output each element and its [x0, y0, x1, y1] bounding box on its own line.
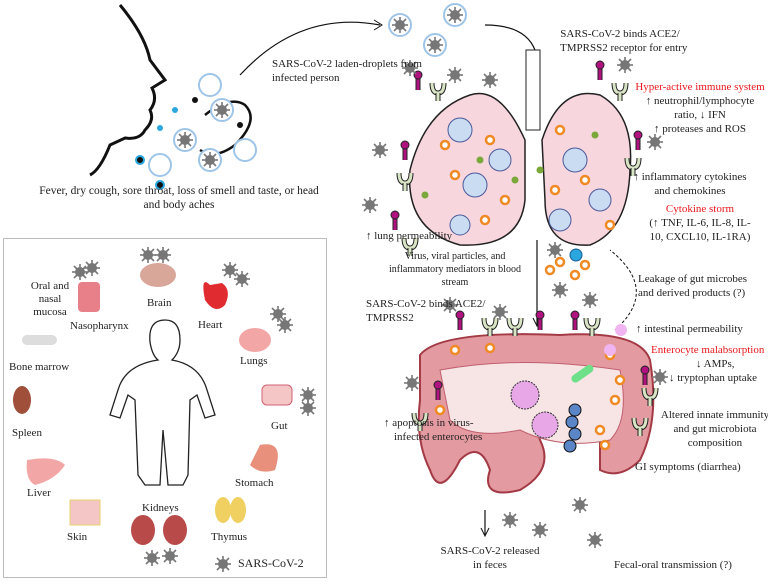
organ-label-nasopharynx: Nasopharynx: [70, 320, 129, 332]
hyperactive-line: ↑ neutrophil/lymphocyte: [645, 95, 755, 107]
body-outline: [109, 319, 216, 486]
leakage-line: Leakage of gut microbes: [638, 273, 748, 285]
lungs-illustration: [408, 49, 632, 246]
blood-stream-label: Virus, viral particles, and inflammatory…: [380, 250, 530, 289]
organ-label-oral-nasal-mucosa: Oral and nasal mucosa: [28, 280, 72, 319]
innate-line: Altered innate immunity: [660, 409, 768, 421]
malabsorption-block: Enterocyte malabsorption ↓ AMPs, ↓ trypt…: [651, 343, 764, 385]
feces-label: SARS-CoV-2 released in feces: [430, 544, 550, 572]
organs-panel: [3, 238, 327, 578]
symptoms-line: Fever, dry cough, sore throat, loss of s…: [39, 185, 319, 197]
lung-permeability-label: ↑ lung permeability: [366, 230, 453, 242]
entry-line: TMPRSS2 receptor for entry: [560, 42, 688, 54]
malabsorption-title: Enterocyte malabsorption: [651, 344, 765, 356]
blood-particles: [544, 241, 591, 299]
entry-line: SARS-CoV-2 binds ACE2/: [560, 28, 680, 40]
intestine-illustration: [417, 324, 655, 494]
blood-line: stream: [441, 277, 469, 288]
droplets-label: SARS-CoV-2 laden-droplets from infected …: [272, 57, 422, 85]
apoptosis-label: ↑ apoptosis in virus- infected enterocyt…: [384, 416, 482, 444]
gut-binds-line: SARS-CoV-2 binds ACE2/: [366, 298, 486, 310]
blood-line: inflammatory mediators in blood: [389, 264, 521, 275]
symptoms-line: and body aches: [143, 199, 215, 211]
hyperactive-line: ↑ proteases and ROS: [654, 123, 746, 135]
organ-label-skin: Skin: [67, 531, 88, 543]
organ-label-liver: Liver: [27, 487, 51, 499]
hyperactive-title: Hyper-active immune system: [635, 81, 765, 93]
hyperactive-block: Hyper-active immune system ↑ neutrophil/…: [632, 80, 768, 136]
cytokines-line: and chemokines: [654, 185, 726, 197]
organ-label-stomach: Stomach: [235, 477, 274, 489]
organ-label-spleen: Spleen: [12, 427, 42, 439]
virus-legend-label: SARS-CoV-2: [238, 556, 304, 570]
symptoms-label: Fever, dry cough, sore throat, loss of s…: [0, 184, 358, 212]
organ-label-heart: Heart: [198, 319, 223, 331]
entry-label: SARS-CoV-2 binds ACE2/ TMPRSS2 receptor …: [560, 27, 688, 55]
fecal-oral-label: Fecal-oral transmission (?): [614, 559, 732, 571]
apoptosis-line: infected enterocytes: [394, 431, 483, 443]
feces-line: in feces: [473, 559, 507, 571]
blood-line: Virus, viral particles, and: [404, 251, 506, 262]
storm-line: (↑ TNF, IL-6, IL-8, IL-: [649, 217, 751, 229]
cytokine-storm-title: Cytokine storm: [665, 203, 735, 215]
storm-line: 10, CXCL10, IL-1RA): [649, 231, 751, 243]
feces-virus: [501, 496, 604, 549]
feces-line: SARS-CoV-2 released: [440, 545, 540, 557]
innate-immunity-label: Altered innate immunity and gut microbio…: [655, 408, 768, 450]
apoptosis-line: ↑ apoptosis in virus-: [384, 417, 474, 429]
gi-symptoms-label: GI symptoms (diarrhea): [635, 461, 741, 473]
intestinal-permeability-label: ↑ intestinal permeability: [636, 323, 743, 335]
innate-line: composition: [687, 437, 743, 449]
organ-label-kidneys: Kidneys: [142, 502, 179, 514]
transmission-arrow: [239, 21, 381, 76]
innate-line: and gut microbiota: [673, 423, 757, 435]
malabsorption-line: ↓ AMPs,: [696, 358, 735, 370]
hyperactive-line: ratio, ↓ IFN: [674, 109, 726, 121]
organ-label-bone-marrow: Bone marrow: [9, 361, 70, 373]
leakage-line: and derived products (?): [638, 287, 746, 299]
leakage-label: Leakage of gut microbes and derived prod…: [638, 272, 747, 300]
cytokines-line: ↑ inflammatory cytokines: [633, 171, 747, 183]
droplets-label-line: SARS-CoV-2 laden-droplets from: [272, 58, 422, 70]
organ-label-brain: Brain: [147, 297, 172, 309]
gut-binds-line: TMPRSS2: [366, 312, 414, 324]
droplets: [135, 73, 257, 190]
malabsorption-line: ↓ tryptophan uptake: [669, 372, 757, 384]
organ-label-lungs: Lungs: [240, 355, 268, 367]
cytokine-storm-block: Cytokine storm (↑ TNF, IL-6, IL-8, IL- 1…: [640, 202, 760, 244]
organ-label-thymus: Thymus: [211, 531, 248, 543]
organ-label-line: Oral and: [30, 280, 70, 292]
person-face-outline: [89, 4, 252, 177]
organ-icons: [13, 246, 317, 573]
droplets-label-line: infected person: [272, 72, 340, 84]
organ-label-gut: Gut: [271, 420, 288, 432]
airborne-virus: [388, 3, 467, 57]
organ-label-line: nasal: [38, 293, 62, 305]
cytokines-label: ↑ inflammatory cytokines and chemokines: [625, 170, 755, 198]
organ-label-line: mucosa: [33, 306, 67, 318]
gut-binds-label: SARS-CoV-2 binds ACE2/ TMPRSS2: [366, 297, 485, 325]
